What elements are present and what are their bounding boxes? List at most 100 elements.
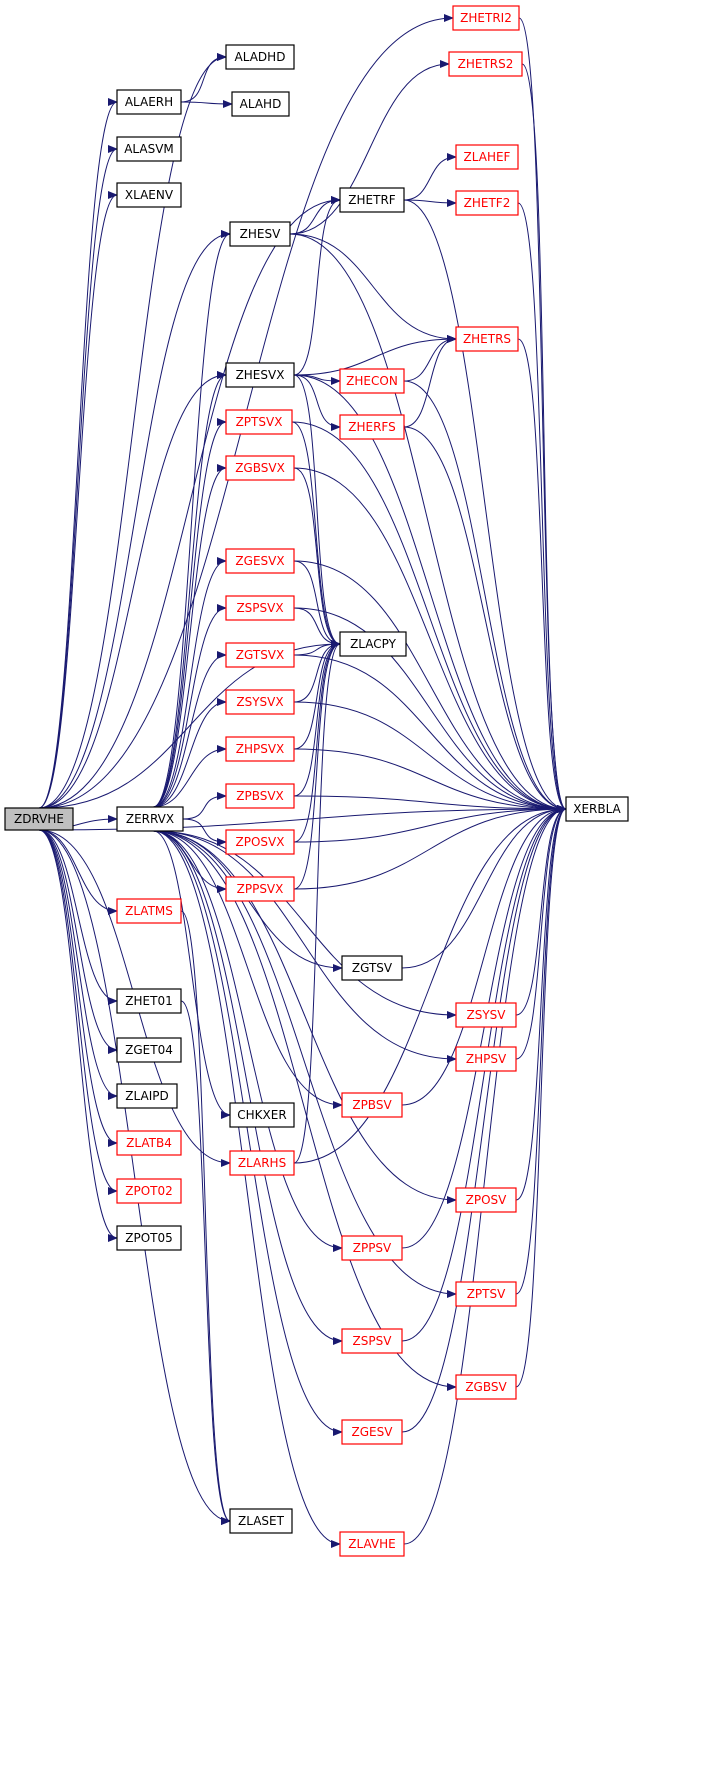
node-zptsv[interactable]: ZPTSV [455, 1281, 517, 1307]
node-box-zposvx [225, 829, 295, 855]
edge-alaerh-to-aladhd [180, 53, 227, 103]
edge-zerrvx-to-zpbsv [153, 830, 343, 1109]
node-zlaipd[interactable]: ZLAIPD [116, 1083, 178, 1109]
node-zhecon[interactable]: ZHECON [339, 368, 405, 394]
node-box-zpbsv [341, 1092, 403, 1118]
node-zlahef[interactable]: ZLAHEF [455, 144, 519, 170]
node-zposvx[interactable]: ZPOSVX [225, 829, 295, 855]
node-alahd[interactable]: ALAHD [231, 91, 290, 117]
node-zhet01[interactable]: ZHET01 [116, 988, 182, 1014]
node-zhetrf[interactable]: ZHETRF [339, 187, 405, 213]
node-xlaenv[interactable]: XLAENV [116, 182, 182, 208]
node-zgbsvx[interactable]: ZGBSVX [225, 455, 295, 481]
edge-zerrvx-to-zgesv [153, 830, 343, 1436]
node-label: ZHESVX [236, 368, 285, 382]
node-label: ZLAIPD [125, 1089, 168, 1103]
node-zsysvx[interactable]: ZSYSVX [225, 689, 295, 715]
edge-zhesv-to-zhetrs [289, 233, 457, 343]
node-zgesvx[interactable]: ZGESVX [225, 548, 295, 574]
node-zgbsv[interactable]: ZGBSV [455, 1374, 517, 1400]
node-zgtsvx[interactable]: ZGTSVX [225, 642, 295, 668]
node-label: ZSYSV [467, 1008, 507, 1022]
node-zlacpy[interactable]: ZLACPY [339, 631, 407, 657]
node-zgesv[interactable]: ZGESV [341, 1419, 403, 1445]
node-box-zspsvx [225, 595, 295, 621]
node-zhpsvx[interactable]: ZHPSVX [225, 736, 295, 762]
node-box-xlaenv [116, 182, 182, 208]
node-chkxer[interactable]: CHKXER [229, 1102, 295, 1128]
node-zhesvx[interactable]: ZHESVX [225, 362, 295, 388]
edge-zherfs-to-xerbla [403, 426, 567, 813]
node-zhesv[interactable]: ZHESV [229, 221, 291, 247]
node-zspsv[interactable]: ZSPSV [341, 1328, 403, 1354]
node-zposv[interactable]: ZPOSV [455, 1187, 517, 1213]
node-box-zherfs [339, 414, 405, 440]
node-aladhd[interactable]: ALADHD [225, 44, 295, 70]
node-alasvm[interactable]: ALASVM [116, 136, 182, 162]
node-zhetf2[interactable]: ZHETF2 [455, 190, 519, 216]
node-label: ZHETRF [348, 193, 395, 207]
node-zhpsv[interactable]: ZHPSV [455, 1046, 517, 1072]
node-zppsvx[interactable]: ZPPSVX [225, 876, 295, 902]
node-zlaset[interactable]: ZLASET [229, 1508, 293, 1534]
node-zspsvx[interactable]: ZSPSVX [225, 595, 295, 621]
node-zptsvx[interactable]: ZPTSVX [225, 409, 293, 435]
edge-zpbsv-to-xerbla [401, 805, 567, 1106]
node-zlatms[interactable]: ZLATMS [116, 898, 182, 924]
node-label: ZGESVX [235, 554, 284, 568]
node-box-zpot05 [116, 1225, 182, 1251]
edge-zlarhs-to-xerbla [293, 805, 567, 1164]
node-box-zhesv [229, 221, 291, 247]
node-zherfs[interactable]: ZHERFS [339, 414, 405, 440]
edge-zerrvx-to-zspsvx [153, 604, 227, 808]
edge-zhecon-to-xerbla [403, 380, 567, 813]
edge-zpbsvx-to-zlacpy [293, 640, 341, 797]
node-label: ZLACPY [350, 637, 397, 651]
node-zpot02[interactable]: ZPOT02 [116, 1178, 182, 1204]
node-zgtsv[interactable]: ZGTSV [341, 955, 403, 981]
edge-zhetrf-to-zhetf2 [403, 198, 457, 207]
node-label: ZERRVX [126, 812, 174, 826]
node-zget04[interactable]: ZGET04 [116, 1037, 182, 1063]
edge-zgtsv-to-xerbla [401, 805, 567, 969]
edge-zgbsvx-to-zlacpy [293, 467, 341, 648]
node-label: ZGTSVX [236, 648, 284, 662]
node-label: ZGET04 [125, 1043, 173, 1057]
node-zpot05[interactable]: ZPOT05 [116, 1225, 182, 1251]
edge-zerrvx-to-zlavhe [153, 830, 341, 1548]
edge-zdrvhe-to-alaerh [38, 98, 118, 809]
node-label: ALADHD [235, 50, 286, 64]
node-zdrvhe[interactable]: ZDRVHE [4, 807, 74, 831]
node-zpbsv[interactable]: ZPBSV [341, 1092, 403, 1118]
node-zlavhe[interactable]: ZLAVHE [339, 1531, 405, 1557]
edge-zhet01-to-zlaset [180, 1000, 231, 1525]
edge-zppsvx-to-xerbla [293, 805, 567, 890]
node-zlatb4[interactable]: ZLATB4 [116, 1130, 182, 1156]
edge-zerrvx-to-zhesvx [153, 371, 227, 808]
node-zlarhs[interactable]: ZLARHS [229, 1150, 295, 1176]
node-zhetri2[interactable]: ZHETRI2 [452, 5, 520, 31]
node-zpbsvx[interactable]: ZPBSVX [225, 783, 295, 809]
node-alaerh[interactable]: ALAERH [116, 89, 182, 115]
node-box-zlaset [229, 1508, 293, 1534]
edge-zptsvx-to-zlacpy [291, 421, 341, 648]
node-zerrvx[interactable]: ZERRVX [116, 806, 184, 832]
node-zsysv[interactable]: ZSYSV [455, 1002, 517, 1028]
edge-zgesvx-to-xerbla [293, 560, 567, 813]
node-zppsv[interactable]: ZPPSV [341, 1235, 403, 1261]
nodes-layer: ZDRVHE ALADHD ALAERH ALAHD ALASVM XLAENV ZHESV… [4, 5, 629, 1557]
node-label: ZHETRS2 [458, 57, 514, 71]
node-xerbla[interactable]: XERBLA [565, 796, 629, 822]
node-zhetrs[interactable]: ZHETRS [455, 326, 519, 352]
node-label: ZPOT05 [125, 1231, 173, 1245]
edge-zdrvhe-to-zhetrf [38, 196, 341, 809]
node-box-zget04 [116, 1037, 182, 1063]
node-label: ZHETRS [463, 332, 511, 346]
node-label: ZPPSV [353, 1241, 392, 1255]
node-label: ZLAHEF [464, 150, 511, 164]
node-zhetrs2[interactable]: ZHETRS2 [448, 51, 523, 77]
edge-zdrvhe-to-alasvm [38, 145, 118, 809]
node-box-zsysvx [225, 689, 295, 715]
edge-zgesvx-to-zlacpy [293, 560, 341, 648]
edge-zerrvx-to-zgbsv [153, 830, 457, 1391]
